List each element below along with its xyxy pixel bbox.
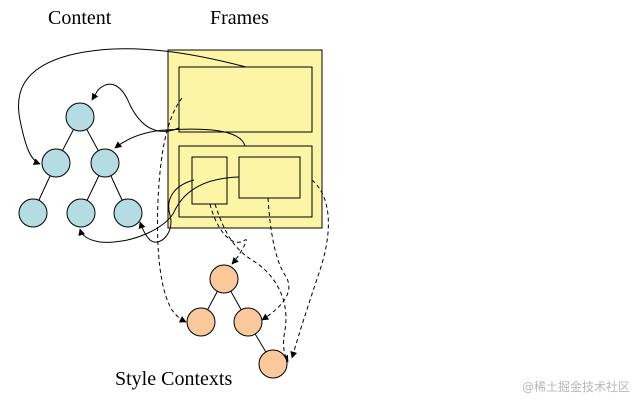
dash-inline-left-to-style-root xyxy=(209,203,247,265)
link-inline-left-to-leaf xyxy=(138,179,195,243)
style-node-right xyxy=(233,307,263,337)
content-leaf-2 xyxy=(66,198,96,228)
watermark: @稀土掘金技术社区 xyxy=(521,380,630,394)
link-bottom-frame-to-content-node xyxy=(114,128,246,149)
frame-to-style-links xyxy=(157,97,329,363)
style-tree-nodes xyxy=(186,264,288,379)
style-node-leaf xyxy=(258,349,288,379)
style-contexts-label: Style Contexts xyxy=(115,368,233,390)
content-node-root xyxy=(65,102,95,132)
frames-group xyxy=(167,49,323,229)
link-inline-to-content-leaf xyxy=(78,176,240,243)
frame-to-content-links xyxy=(17,48,247,243)
dash-inline-to-style-mid-b xyxy=(214,203,289,363)
frames-label: Frames xyxy=(210,7,269,29)
link-top-frame-to-content-root xyxy=(91,83,180,132)
content-tree-nodes xyxy=(18,102,143,228)
dash-top-frame-to-style-left xyxy=(157,97,187,323)
content-label: Content xyxy=(48,7,112,29)
style-node-root xyxy=(209,264,239,294)
style-node-left xyxy=(186,307,216,337)
content-node-left xyxy=(41,148,71,178)
content-node-right xyxy=(90,148,120,178)
frames-outer-box xyxy=(167,49,323,229)
content-leaf-1 xyxy=(18,198,48,228)
dash-inline-right-to-style-mid xyxy=(261,197,290,321)
link-top-frame-to-content-child xyxy=(17,48,247,165)
frame-bottom-block xyxy=(178,145,313,218)
content-leaf-3 xyxy=(113,198,143,228)
